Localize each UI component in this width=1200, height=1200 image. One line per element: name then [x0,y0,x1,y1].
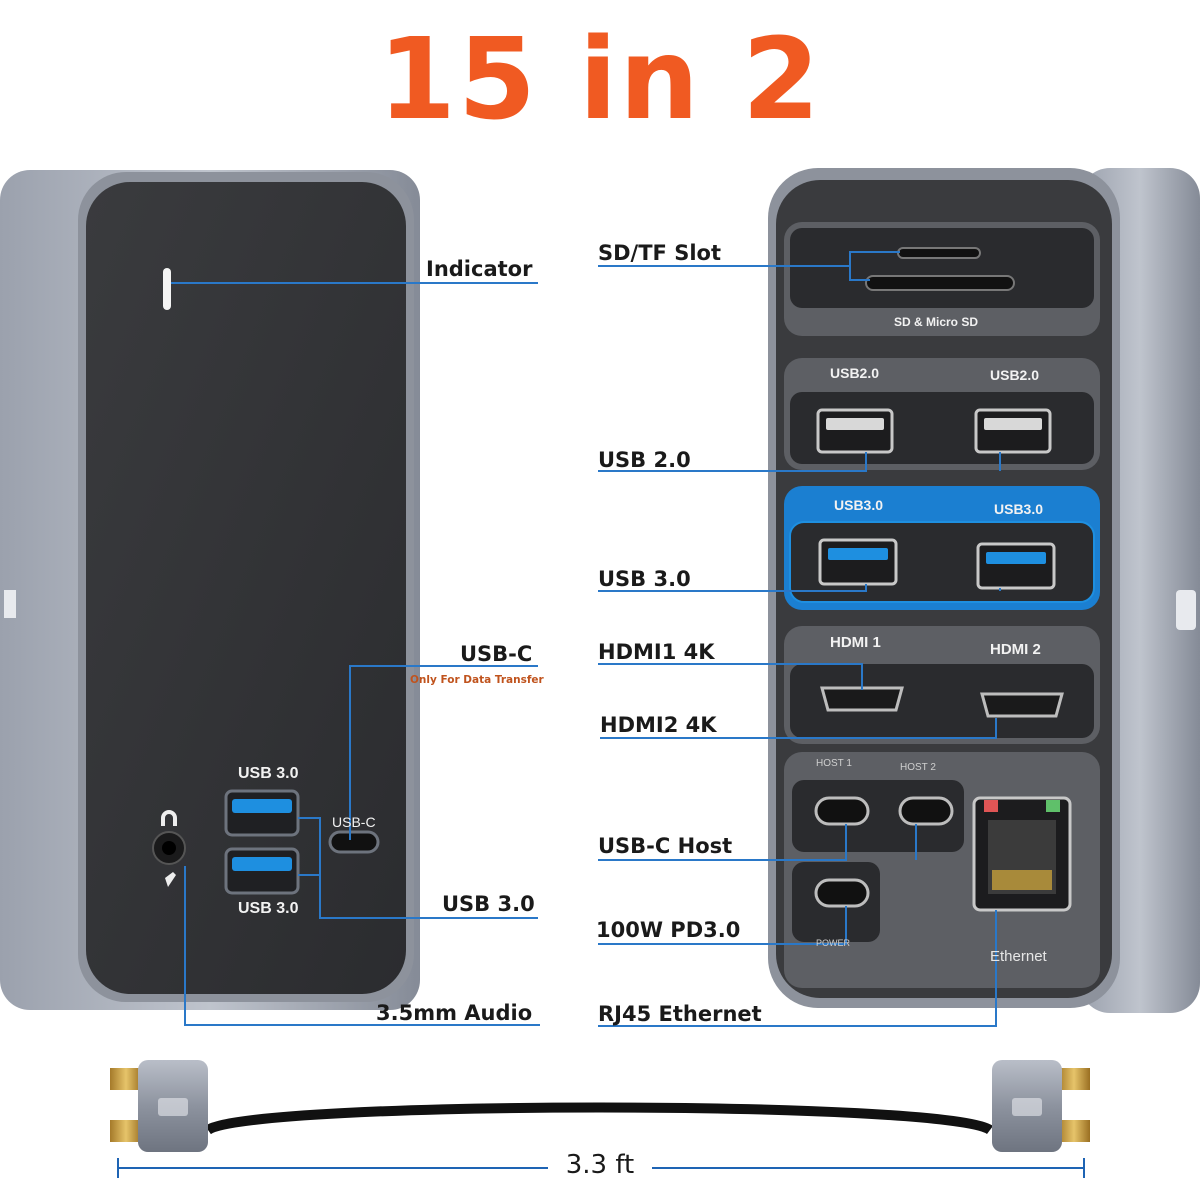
print-power: POWER [816,938,851,948]
usbc-host1-port-icon [814,796,870,826]
cable-length-label: 3.3 ft [565,1150,635,1180]
print-sd-micro-sd: SD & Micro SD [894,315,979,329]
print-host1: HOST 1 [816,758,852,769]
label-usb-c: USB-C [460,642,533,666]
page-title: 15 in 2 [378,15,822,145]
side-logo-icon-right [1176,590,1196,630]
label-audio: 3.5mm Audio [376,1001,533,1025]
label-usb-c-note: Only For Data Transfer [410,674,544,686]
indicator-light-icon [163,268,171,310]
label-usb30-left: USB 3.0 [442,892,535,916]
right-plug-contact-bottom [1058,1120,1090,1142]
usbc-port-icon [328,830,380,854]
right-device [768,168,1200,1013]
left-device [0,170,420,1010]
left-device-face [86,182,406,994]
side-logo-icon [4,590,16,618]
print-hdmi-2: HDMI 2 [990,641,1041,658]
usb20-port-a-icon [816,408,894,454]
leader-pd [598,906,847,945]
print-usb30-top: USB 3.0 [238,765,299,782]
leader-usb30-left [298,817,538,919]
leader-audio [184,866,540,1026]
label-hdmi1: HDMI1 4K [598,640,715,664]
print-usb30-b: USB3.0 [994,501,1044,517]
leader-rj45 [598,910,997,1027]
label-sd-tf: SD/TF Slot [598,241,721,265]
leader-sd [598,251,900,281]
usbc-host2-port-icon [898,796,954,826]
label-pd: 100W PD3.0 [596,918,741,942]
right-plug-contact-top [1058,1068,1090,1090]
print-hdmi-1: HDMI 1 [830,634,881,651]
usb30-port-a-icon [818,538,898,586]
headphone-icon [161,810,177,826]
leader-lines [171,251,1001,1027]
hdmi1-port-icon [820,686,904,712]
leader-usb20 [598,452,1001,472]
print-usb20-b: USB2.0 [990,367,1040,383]
length-dimension-line [117,1158,1085,1178]
usb30-port-b-icon [976,542,1056,590]
print-usb30-a: USB3.0 [834,497,884,513]
print-ethernet: Ethernet [990,948,1047,965]
sd-slot-icon [865,275,1015,291]
microphone-icon [165,872,176,887]
label-usb30-right: USB 3.0 [598,567,691,591]
cable-wire [205,1102,993,1135]
label-usbc-host: USB-C Host [598,834,733,858]
leader-usbc [349,665,538,840]
print-usbc: USB-C [332,814,376,830]
label-indicator: Indicator [426,257,533,281]
left-plug-contact-top [110,1068,142,1090]
label-hdmi2: HDMI2 4K [600,713,717,737]
cable [110,1060,1090,1152]
microsd-slot-icon [897,247,981,259]
leader-hdmi1 [598,663,863,690]
usbc-power-port-icon [814,878,870,908]
leader-hdmi2 [600,718,997,739]
label-rj45: RJ45 Ethernet [598,1002,762,1026]
leader-usbc-host [598,824,917,861]
left-plug-logo-icon [158,1098,188,1116]
print-usb20-a: USB2.0 [830,365,880,381]
print-usb30-bottom: USB 3.0 [238,900,299,917]
leader-usb30-right [598,584,1001,592]
usb20-port-b-icon [974,408,1052,454]
label-usb20: USB 2.0 [598,448,691,472]
hdmi2-port-icon [980,692,1064,718]
left-plug-contact-bottom [110,1120,142,1142]
print-host2: HOST 2 [900,762,936,773]
right-plug-logo-icon [1012,1098,1042,1116]
